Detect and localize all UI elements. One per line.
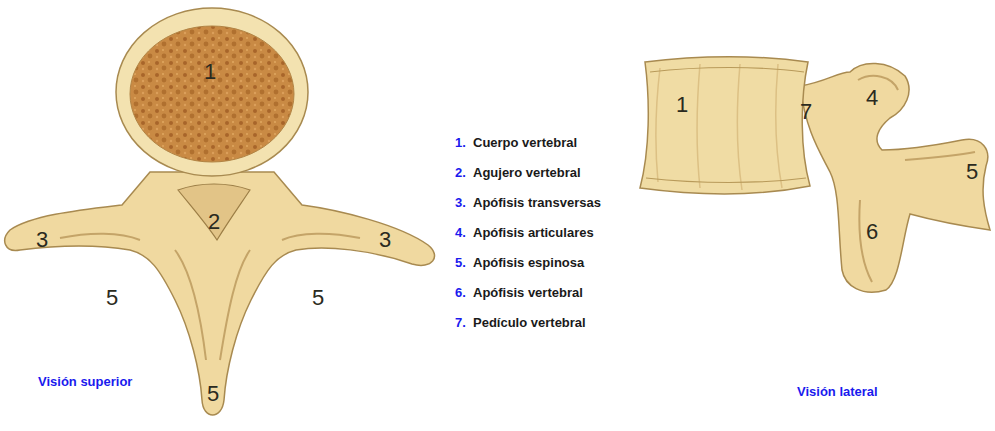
callout-number: 6 xyxy=(866,219,878,244)
callout-number: 1 xyxy=(204,59,216,84)
body-rim xyxy=(646,68,806,183)
lamina-shading xyxy=(60,234,360,360)
key-number: 3. xyxy=(455,196,466,211)
callout-number: 5 xyxy=(312,285,324,310)
callout-number: 5 xyxy=(966,159,978,184)
key-text: Apófisis articulares xyxy=(473,226,594,241)
key-text: Agujero vertebral xyxy=(473,166,581,181)
key-text: Cuerpo vertebral xyxy=(473,136,577,151)
body-striations xyxy=(656,64,782,190)
key-number: 1. xyxy=(455,136,466,151)
view-caption: Visión superior xyxy=(38,375,132,390)
key-number: 5. xyxy=(455,256,466,271)
posterior-elements xyxy=(800,63,990,292)
callout-number: 7 xyxy=(800,99,812,124)
callout-number: 3 xyxy=(36,227,48,252)
key-number: 7. xyxy=(455,316,466,331)
posterior-shading xyxy=(858,76,975,282)
key-number: 2. xyxy=(455,166,466,181)
callout-number: 5 xyxy=(106,285,118,310)
view-caption: Visión lateral xyxy=(797,385,878,400)
callout-number: 3 xyxy=(379,227,391,252)
key-number: 6. xyxy=(455,286,466,301)
key-text: Apófisis espinosa xyxy=(473,256,584,271)
foramen xyxy=(178,184,250,240)
callout-number: 1 xyxy=(676,92,688,117)
key-text: Pedículo vertebral xyxy=(473,316,586,331)
key-number: 4. xyxy=(455,226,466,241)
callout-number: 5 xyxy=(207,381,219,406)
callout-number: 2 xyxy=(208,209,220,234)
lateral-body xyxy=(640,57,810,194)
key-text: Apófisis transversas xyxy=(473,196,601,211)
vertebral-arch xyxy=(5,172,435,415)
callout-number: 4 xyxy=(866,85,878,110)
vertebral-body-spongy xyxy=(130,26,294,162)
vertebral-body-rim xyxy=(116,8,308,176)
key-text: Apófisis vertebral xyxy=(473,286,583,301)
